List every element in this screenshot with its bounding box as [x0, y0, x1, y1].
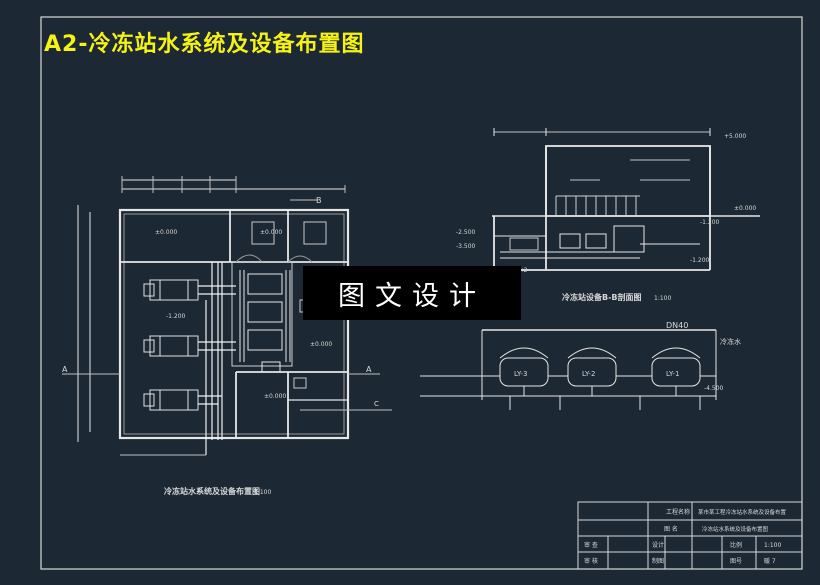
plan-scale: 1:100	[254, 489, 271, 496]
schematic-header: DN40	[666, 321, 688, 330]
plan-level-3: ±0.000	[264, 393, 286, 400]
tb-number-value: 暖 7	[764, 557, 776, 565]
plan-marker-c: C	[374, 400, 379, 408]
plan-marker-a-right: A	[366, 365, 372, 374]
plan-level-4: -1.200	[166, 313, 186, 320]
section-level-3: -1.200	[700, 219, 720, 226]
drawing-title: A2-冷冻站水系统及设备布置图	[44, 32, 365, 57]
section-bb	[492, 128, 760, 271]
tb-drawing-value: 冷冻站水系统及设备布置图	[702, 525, 769, 533]
system-schematic	[420, 329, 717, 410]
tb-scale-label: 比例	[730, 541, 742, 549]
schematic-level: -4.500	[704, 385, 724, 392]
tb-project-label: 工程名称	[666, 508, 690, 516]
tb-drawing-label: 图 名	[664, 525, 678, 533]
title-block	[577, 501, 803, 570]
plan-marker-a-left: A	[62, 365, 68, 374]
tb-project-value: 某市某工程冷冻站水系统及设备布置	[698, 508, 787, 516]
tb-number-label: 图号	[730, 558, 742, 565]
watermark-banner: 图文设计	[303, 266, 521, 320]
tb-design-label: 设计	[652, 541, 664, 549]
tb-check-label: 审 核	[584, 557, 598, 565]
section-level-2: ±0.000	[734, 205, 756, 212]
floor-plan	[62, 176, 392, 456]
unit-ly3: LY-3	[514, 370, 527, 378]
outer-frame	[40, 16, 803, 570]
plan-level-2: ±0.000	[260, 229, 282, 236]
plan-level-5: ±0.000	[310, 341, 332, 348]
tb-draw-label: 制图	[652, 557, 664, 565]
section-level-4: -2.500	[456, 229, 476, 236]
tb-review-label: 审 查	[584, 541, 598, 549]
plan-marker-b: B	[316, 196, 322, 205]
section-caption: 冷冻站设备B-B剖面图	[562, 292, 642, 302]
section-scale: 1:100	[654, 295, 671, 302]
schematic-right-label: 冷冻水	[720, 337, 741, 346]
tb-scale-value: 1:100	[764, 542, 781, 549]
section-level-5: -3.500	[456, 243, 476, 250]
section-level-1: +5.000	[724, 133, 746, 140]
plan-caption: 冷冻站水系统及设备布置图	[164, 486, 260, 496]
unit-ly1: LY-1	[666, 370, 679, 378]
unit-ly2: LY-2	[582, 370, 595, 378]
plan-level-1: ±0.000	[155, 229, 177, 236]
section-level-6: -1.200	[690, 257, 710, 264]
